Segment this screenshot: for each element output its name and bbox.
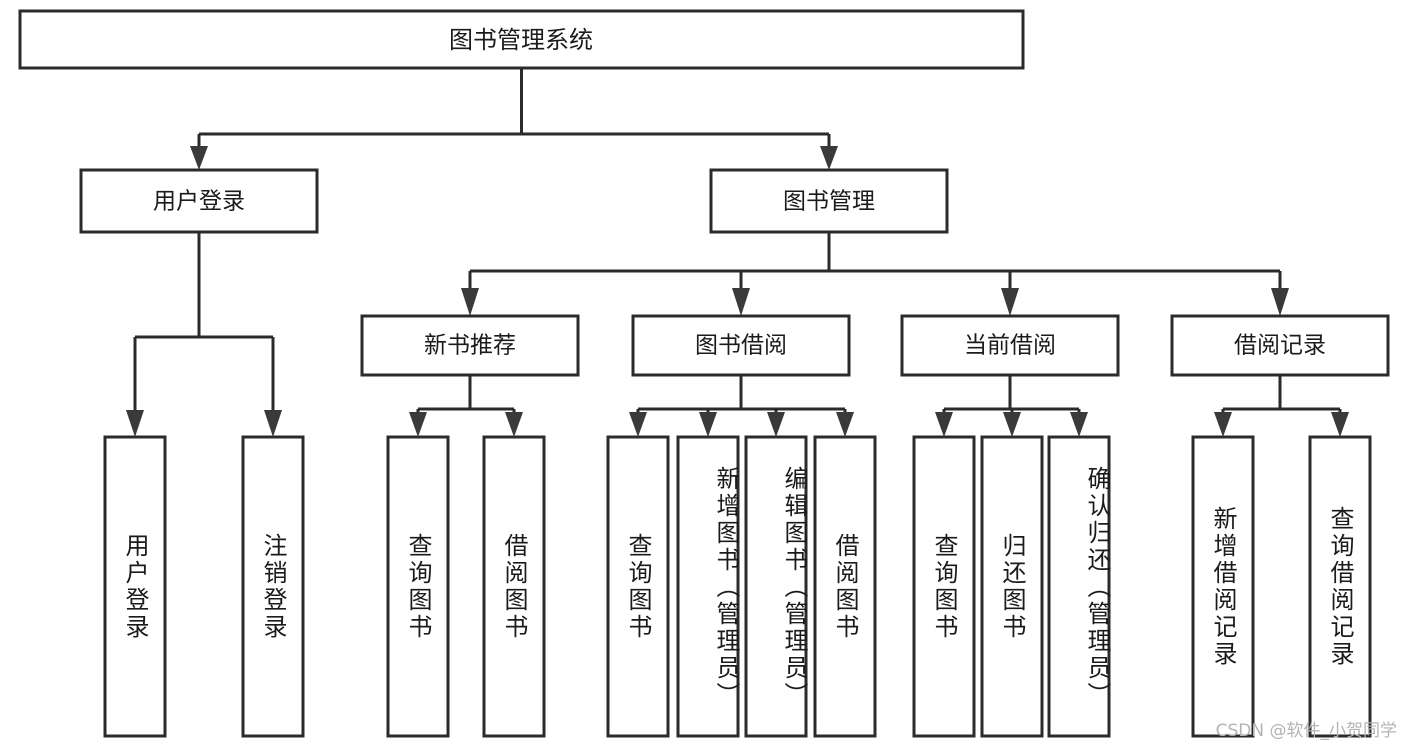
node-root[interactable]: [18, 9, 1025, 70]
arrowhead-book-borrow: [732, 288, 750, 316]
node-borrow-record[interactable]: [1170, 314, 1390, 377]
node-new-book-rec[interactable]: [360, 314, 580, 377]
node-leaf-add-record[interactable]: [1191, 435, 1255, 738]
node-leaf-query-record[interactable]: [1308, 435, 1372, 738]
arrowhead-leaf-add-book: [699, 412, 717, 437]
arrowhead-leaf-query-book-2: [629, 412, 647, 437]
arrowhead-leaf-user-logout: [264, 410, 282, 437]
node-leaf-add-book[interactable]: [676, 435, 740, 738]
node-leaf-user-logout[interactable]: [241, 435, 305, 738]
node-leaf-query-book-1[interactable]: [386, 435, 450, 738]
node-leaf-confirm-return[interactable]: [1047, 435, 1111, 738]
node-leaf-borrow-book-2[interactable]: [813, 435, 877, 738]
arrowhead-leaf-query-book-1: [409, 412, 427, 437]
node-root-label: 图书管理系统: [449, 26, 593, 54]
node-book-manage[interactable]: [709, 168, 949, 234]
node-borrow-record-label: 借阅记录: [1234, 333, 1326, 359]
node-leaf-return-book[interactable]: [980, 435, 1044, 738]
node-new-book-rec-label: 新书推荐: [424, 333, 516, 359]
arrowhead-leaf-borrow-book-1: [505, 412, 523, 437]
arrowhead-leaf-query-record: [1331, 412, 1349, 437]
arrowhead-leaf-borrow-book-2: [836, 412, 854, 437]
node-current-borrow[interactable]: [900, 314, 1120, 377]
node-user-login[interactable]: [79, 168, 319, 234]
node-book-borrow[interactable]: [631, 314, 851, 377]
nodes-layer: 图书管理系统 用户登录 图书管理 新书推荐 图书借阅 当前借阅 借阅记录: [18, 9, 1390, 738]
node-book-borrow-label: 图书借阅: [695, 333, 787, 359]
arrowhead-leaf-edit-book: [767, 412, 785, 437]
watermark: CSDN @软件_小贺同学: [1215, 721, 1397, 741]
node-current-borrow-label: 当前借阅: [964, 333, 1056, 359]
node-book-manage-label: 图书管理: [783, 189, 875, 215]
node-leaf-query-book-3[interactable]: [912, 435, 976, 738]
node-user-login-label: 用户登录: [153, 189, 245, 215]
arrowhead-book-manage: [820, 146, 838, 170]
arrowhead-leaf-confirm-return: [1070, 412, 1088, 437]
arrowhead-leaf-query-book-3: [935, 412, 953, 437]
arrowhead-leaf-add-record: [1214, 412, 1232, 437]
arrowhead-new-book-rec: [461, 288, 479, 316]
arrowhead-borrow-record: [1271, 288, 1289, 316]
node-leaf-query-book-2[interactable]: [606, 435, 670, 738]
node-leaf-borrow-book-1[interactable]: [482, 435, 546, 738]
arrowhead-user-login: [190, 146, 208, 170]
node-leaf-edit-book[interactable]: [744, 435, 808, 738]
arrowhead-leaf-return-book: [1003, 412, 1021, 437]
node-leaf-user-login[interactable]: [103, 435, 167, 738]
arrowhead-current-borrow: [1001, 288, 1019, 316]
arrowhead-leaf-user-login: [126, 410, 144, 437]
connectors-layer: [126, 68, 1349, 437]
